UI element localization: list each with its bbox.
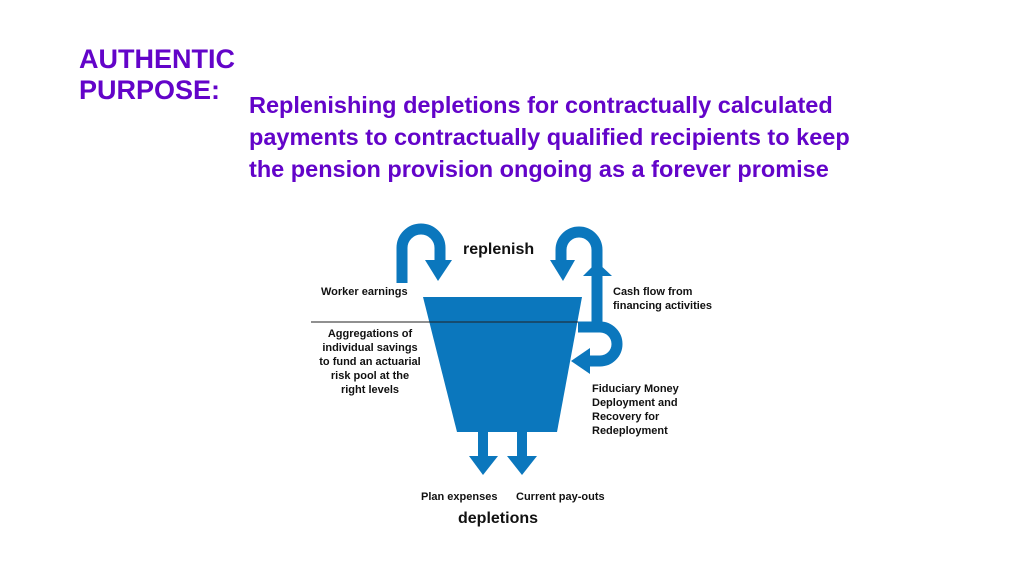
label-line: Deployment and bbox=[592, 397, 678, 409]
title-line: PURPOSE: bbox=[79, 75, 221, 105]
subtitle-line: Replenishing depletions for contractuall… bbox=[249, 92, 833, 118]
label-line: Redeployment bbox=[592, 425, 668, 437]
plan-expenses-arrowhead bbox=[469, 456, 498, 475]
slide-subtitle: Replenishing depletions for contractuall… bbox=[249, 89, 949, 185]
label-line: Aggregations of bbox=[327, 328, 413, 340]
payouts-arrowhead bbox=[507, 456, 537, 475]
payouts-stem bbox=[517, 430, 527, 458]
label-line: Recovery for bbox=[592, 411, 660, 423]
subtitle-line: the pension provision ongoing as a forev… bbox=[249, 156, 829, 182]
fiduciary-loop-arrow bbox=[578, 321, 623, 367]
depletions-label: depletions bbox=[458, 510, 539, 527]
subtitle-line: payments to contractually qualified reci… bbox=[249, 124, 850, 150]
aggregations-label: Aggregations of individual savings to fu… bbox=[310, 327, 430, 397]
label-line: Fiduciary Money bbox=[592, 383, 679, 395]
arrowhead-up bbox=[583, 262, 612, 276]
cash-flow-label: Cash flow from financing activities bbox=[613, 285, 712, 313]
fiduciary-label: Fiduciary Money Deployment and Recovery … bbox=[592, 382, 679, 438]
arrowhead-down bbox=[550, 260, 575, 281]
slide-title: AUTHENTIC PURPOSE: bbox=[79, 44, 235, 106]
label-line: to fund an actuarial bbox=[319, 356, 421, 368]
worker-earnings-inflow-arrow bbox=[396, 223, 446, 283]
arrowhead-left bbox=[571, 348, 590, 374]
label-line: right levels bbox=[340, 384, 400, 396]
bucket-shape bbox=[423, 297, 582, 432]
plan-expenses-stem bbox=[478, 430, 488, 458]
title-line: AUTHENTIC bbox=[79, 44, 235, 74]
label-line: individual savings bbox=[322, 342, 418, 354]
label-line: risk pool at the bbox=[330, 370, 410, 382]
label-line: financing activities bbox=[613, 300, 713, 312]
current-payouts-label: Current pay-outs bbox=[516, 491, 605, 503]
replenish-label: replenish bbox=[463, 241, 535, 258]
cash-flow-inflow-arrow bbox=[555, 226, 603, 275]
label-line: Cash flow from bbox=[613, 286, 693, 298]
plan-expenses-label: Plan expenses bbox=[421, 491, 498, 503]
worker-earnings-label: Worker earnings bbox=[321, 286, 408, 298]
arrowhead-down bbox=[425, 260, 452, 281]
